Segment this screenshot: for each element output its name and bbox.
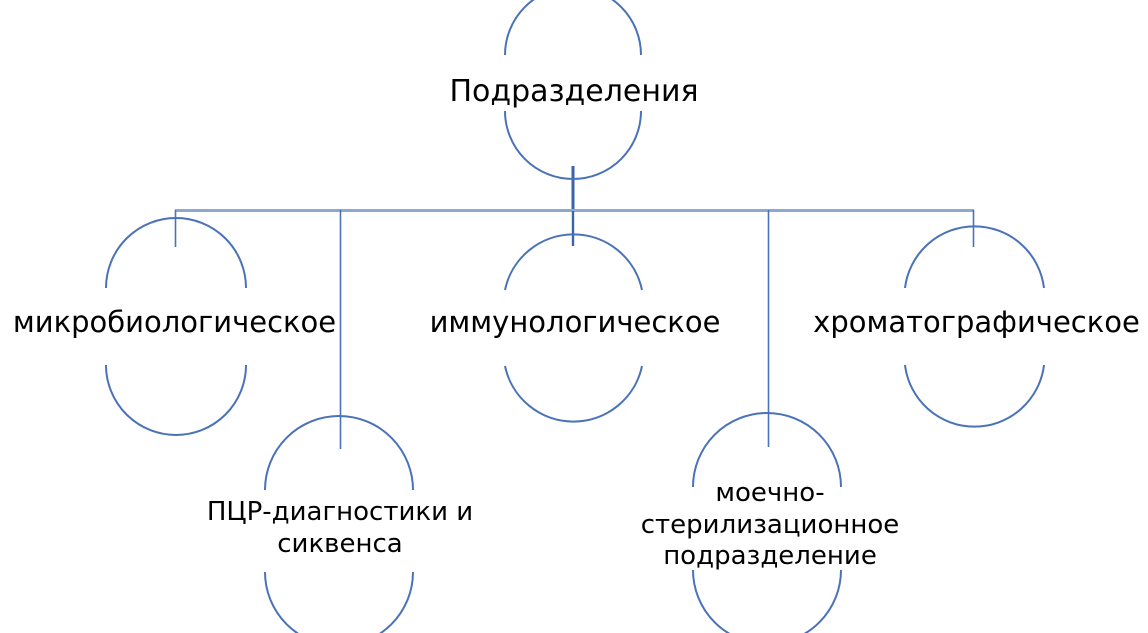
node-micro-top-arc bbox=[105, 217, 247, 289]
node-shape-chromo[interactable] bbox=[904, 225, 1045, 428]
node-immuno-bottom-arc bbox=[504, 365, 643, 423]
node-label-immuno: иммунологическое bbox=[429, 305, 721, 339]
node-shape-root[interactable] bbox=[504, 0, 642, 180]
node-label-chromo: хроматографическое bbox=[813, 305, 1140, 339]
node-pcr-bottom-arc bbox=[264, 571, 414, 633]
node-wash-bottom-arc bbox=[692, 569, 842, 633]
node-immuno-top-arc bbox=[504, 233, 643, 291]
node-shape-immuno[interactable] bbox=[504, 233, 643, 423]
connector-lines bbox=[174, 166, 975, 449]
node-label-micro: микробиологическое bbox=[12, 305, 337, 339]
node-chromo-bottom-arc bbox=[904, 364, 1045, 428]
node-micro-bottom-arc bbox=[105, 364, 247, 436]
node-shape-micro[interactable] bbox=[105, 217, 247, 436]
node-pcr-top-arc bbox=[264, 415, 414, 491]
node-chromo-top-arc bbox=[904, 225, 1045, 289]
node-label-pcr: ПЦР-диагностики и сиквенса bbox=[206, 497, 474, 559]
node-label-root: Подразделения bbox=[449, 74, 699, 109]
node-label-wash: моечно- стерилизационное подразделение bbox=[640, 478, 900, 572]
node-root-bottom-arc bbox=[504, 110, 642, 180]
node-root-top-arc bbox=[504, 0, 642, 56]
node-wash-top-arc bbox=[692, 412, 842, 488]
node-shape-pcr[interactable] bbox=[264, 415, 414, 633]
node-shape-wash[interactable] bbox=[692, 412, 842, 633]
